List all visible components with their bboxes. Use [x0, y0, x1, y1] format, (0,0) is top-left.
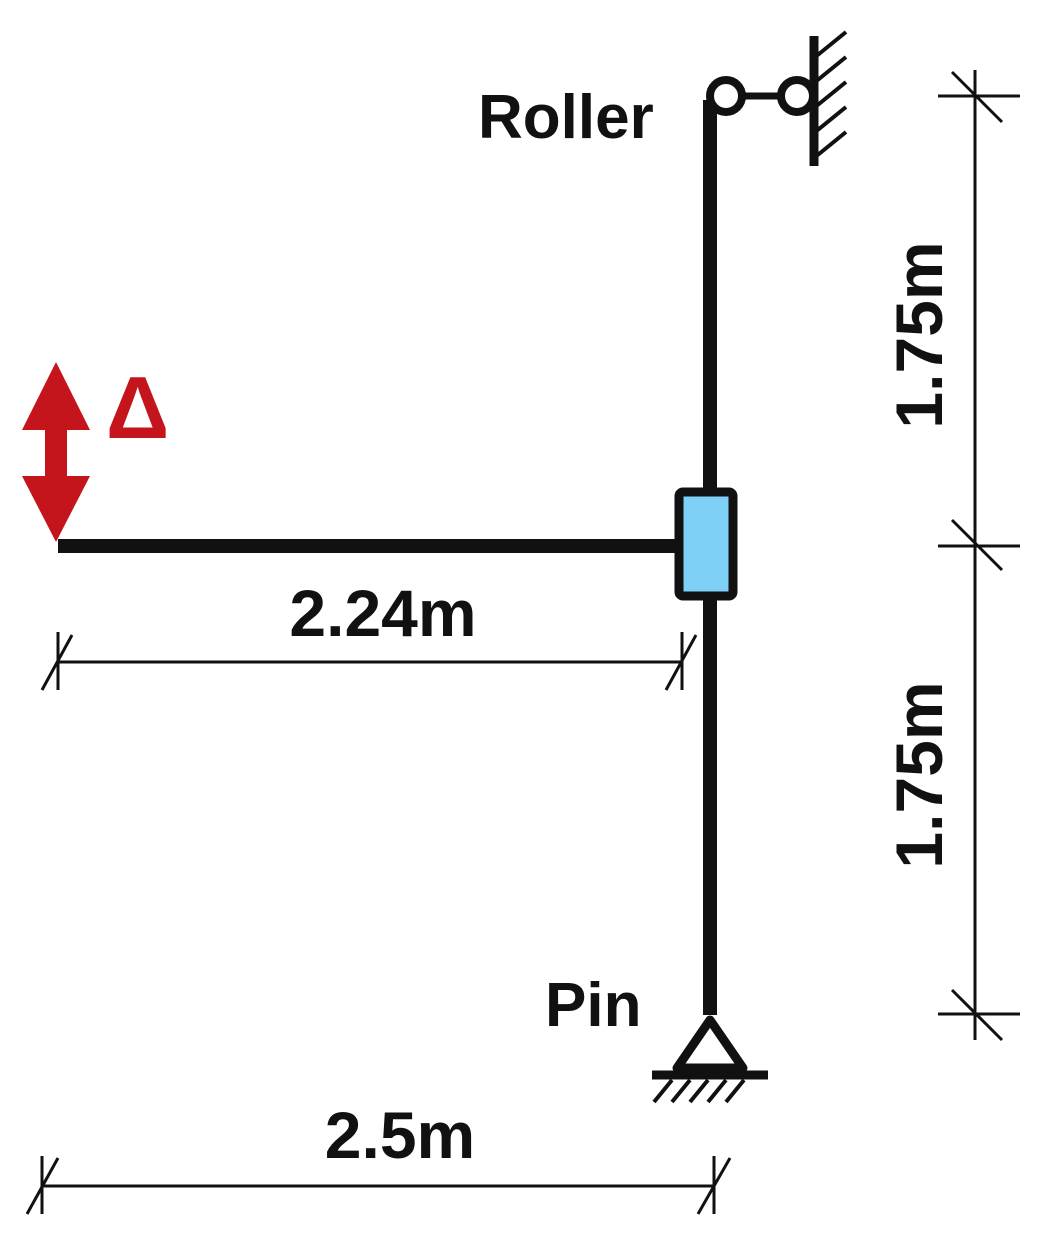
- displacement-arrow-icon: [22, 362, 90, 542]
- sleeve-connector: [674, 487, 738, 601]
- pin-label: Pin: [545, 971, 641, 1040]
- roller-label: Roller: [478, 83, 654, 152]
- upper-height-label: 1.75m: [882, 241, 956, 428]
- dimension-base-width: [25, 1156, 732, 1215]
- beam-length-label: 2.24m: [289, 576, 476, 650]
- delta-label: Δ: [106, 358, 169, 457]
- pin-support: [652, 1015, 768, 1104]
- dimension-vertical: [938, 70, 1020, 1042]
- dimension-beam-length: [40, 632, 698, 691]
- lower-height-label: 1.75m: [882, 681, 956, 868]
- base-width-label: 2.5m: [325, 1098, 475, 1172]
- roller-support: [706, 30, 848, 166]
